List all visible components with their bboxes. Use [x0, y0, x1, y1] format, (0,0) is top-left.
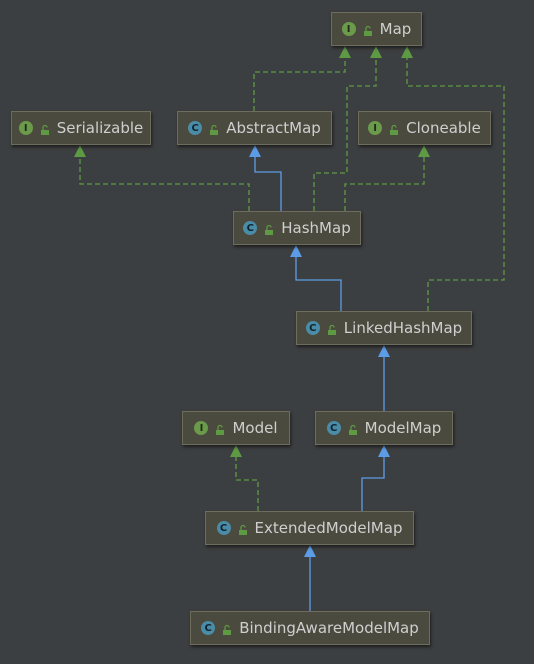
lock-icon [39, 122, 51, 135]
node-label: Model [232, 419, 278, 437]
edge-linkedhashmap-extends-hashmap [290, 245, 342, 311]
interface-icon: I [368, 121, 383, 135]
lock-icon [214, 422, 226, 435]
lock-icon [362, 23, 374, 36]
lock-icon [237, 522, 249, 535]
edge-linkedhashmap-implements-map [401, 46, 505, 311]
interface-icon: I [194, 421, 209, 435]
node-serializable[interactable]: I Serializable [11, 111, 151, 145]
lock-icon [388, 122, 400, 135]
interface-icon: I [18, 121, 33, 135]
lock-icon [208, 122, 220, 135]
edge-hashmap-extends-abstractmap [249, 145, 282, 211]
node-linkedhashmap[interactable]: C LinkedHashMap [296, 311, 472, 345]
node-map[interactable]: I Map [331, 12, 422, 46]
lock-icon [263, 222, 275, 235]
edge-modelmap-extends-linkedhashmap [378, 345, 390, 411]
edge-extendedmodelmap-extends-modelmap [361, 445, 390, 511]
node-label: HashMap [281, 219, 351, 237]
class-icon: C [188, 121, 203, 135]
lock-icon [221, 622, 233, 635]
node-label: Serializable [56, 119, 144, 137]
edge-hashmap-implements-cloneable [344, 145, 430, 211]
node-cloneable[interactable]: I Cloneable [358, 111, 491, 145]
lock-icon [326, 322, 338, 335]
class-icon: C [201, 621, 216, 635]
arrowhead [304, 545, 316, 557]
node-label: Cloneable [406, 119, 481, 137]
interface-icon: I [341, 22, 356, 36]
class-icon: C [305, 321, 320, 335]
edge-extendedmodelmap-implements-model [230, 445, 259, 511]
node-label: LinkedHashMap [343, 319, 463, 337]
node-label: Map [379, 20, 412, 38]
node-label: ModelMap [364, 419, 442, 437]
lock-icon [347, 422, 359, 435]
class-icon: C [216, 521, 231, 535]
arrowhead [290, 245, 302, 257]
arrowhead [370, 46, 382, 58]
arrowhead [230, 445, 242, 457]
node-label: BindingAwareModelMap [239, 619, 419, 637]
node-label: ExtendedModelMap [254, 519, 403, 537]
edge-abstractmap-implements-map [253, 46, 351, 111]
node-bindingawaremodelmap[interactable]: C BindingAwareModelMap [190, 611, 430, 645]
node-label: AbstractMap [226, 119, 321, 137]
node-extendedmodelmap[interactable]: C ExtendedModelMap [205, 511, 414, 545]
arrowhead [378, 445, 390, 457]
edge-bindingawaremodelmap-extends-extendedmodelmap [304, 545, 316, 611]
arrowhead [339, 46, 351, 58]
arrowhead [378, 345, 390, 357]
node-model[interactable]: I Model [182, 411, 290, 445]
edge-hashmap-implements-serializable [74, 145, 250, 211]
class-icon: C [243, 221, 258, 235]
arrowhead [401, 46, 413, 58]
arrowhead [418, 145, 430, 157]
class-icon: C [326, 421, 341, 435]
arrowhead [74, 145, 86, 157]
node-modelmap[interactable]: C ModelMap [315, 411, 453, 445]
node-hashmap[interactable]: C HashMap [233, 211, 361, 245]
arrowhead [249, 145, 261, 157]
node-abstractmap[interactable]: C AbstractMap [177, 111, 332, 145]
edge-hashmap-implements-map [313, 46, 382, 211]
